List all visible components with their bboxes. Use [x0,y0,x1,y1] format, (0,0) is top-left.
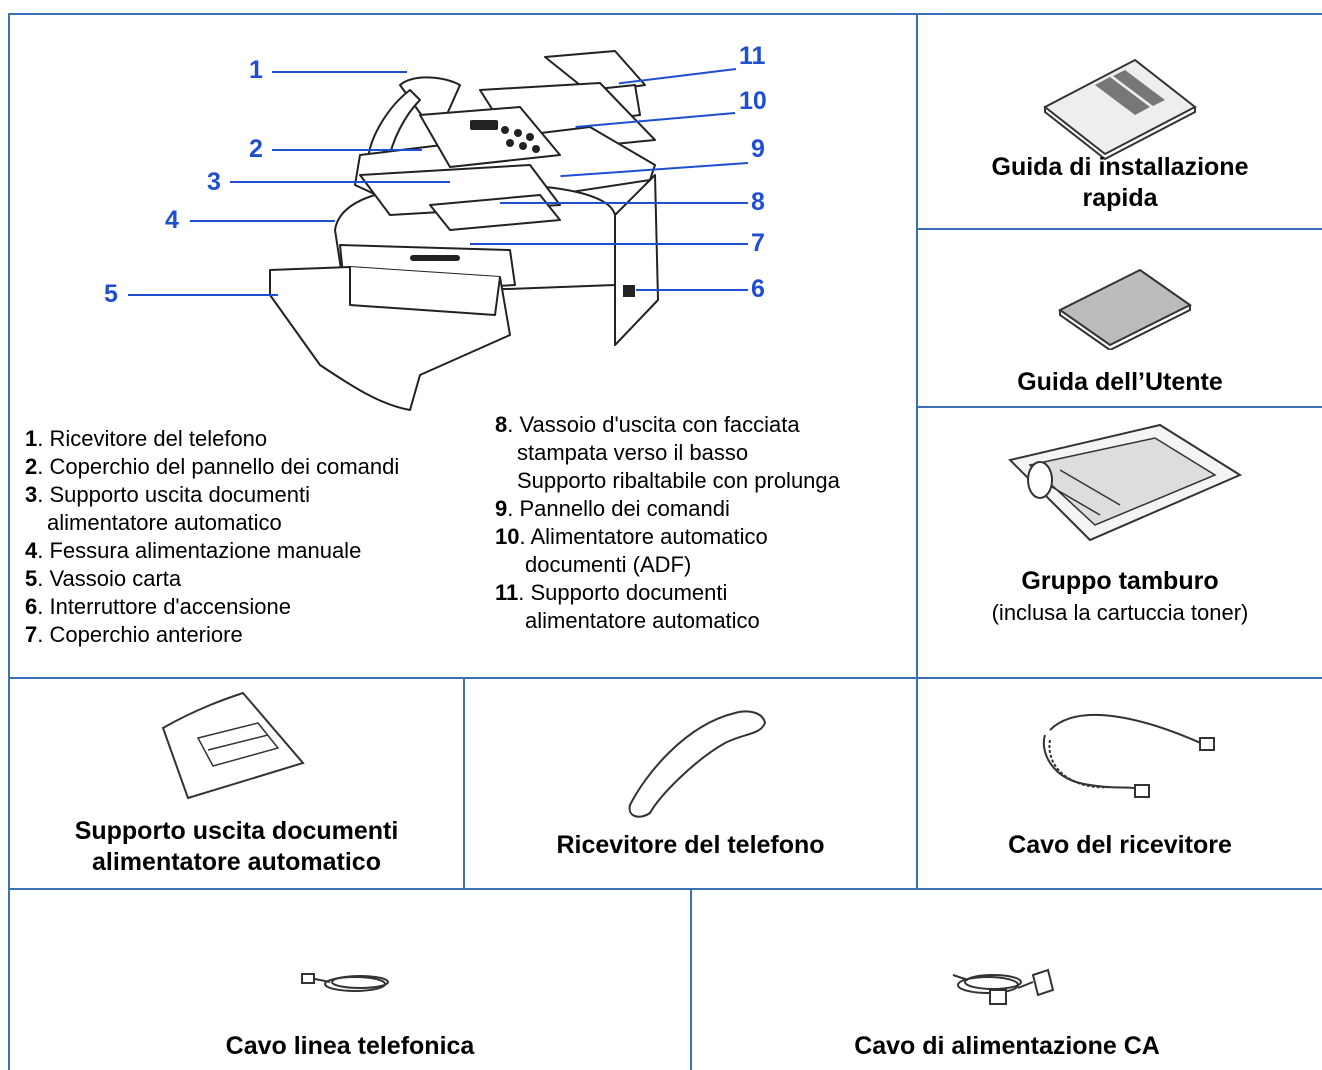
callout-7-leader [470,243,748,245]
row-divider-2 [8,888,1322,890]
adf-output-support-icon [161,691,305,800]
handset-caption: Ricevitore del telefono [556,831,825,859]
fax-machine-illustration [269,50,659,411]
item-text: . Fessura alimentazione manuale [37,538,362,563]
item-number: 3 [25,482,38,507]
list-item: 9. Pannello dei comandi [495,495,915,523]
callout-4-leader [190,220,335,222]
parts-list-right: 8. Vassoio d'uscita con facciata stampat… [495,411,915,635]
drum-unit-caption: Gruppo tamburo (inclusa la cartuccia ton… [918,566,1322,628]
item-text: . Supporto documenti [518,580,728,605]
callout-5-leader [128,294,278,296]
ac-power-cord-caption: Cavo di alimentazione CA [854,1032,1160,1060]
item-text: . Pannello dei comandi [507,496,730,521]
adf-output-support-caption: Supporto uscita documenti alimentatore a… [10,816,463,878]
parts-list-left: 1. Ricevitore del telefono 2. Coperchio … [25,425,495,649]
row3-divider [690,888,692,1070]
list-item-continuation: documenti (ADF) [525,552,692,577]
ac-power-cord-icon [952,968,1055,1005]
item-text: . Interruttore d'accensione [37,594,291,619]
callout-9: 9 [751,135,765,163]
caption-line: Guida di installazione [991,153,1249,181]
item-number: 4 [25,538,38,563]
drum-unit-icon [1008,423,1243,542]
callout-7: 7 [751,229,765,257]
item-number: 10 [495,524,520,549]
handset-icon [628,710,767,818]
callout-2-leader [272,149,422,151]
row-divider-1 [8,677,1322,679]
list-item: 10. Alimentatore automatico [495,523,915,551]
caption-line: alimentatore automatico [92,848,381,876]
user-guide-caption: Guida dell’Utente [1017,368,1223,396]
callout-6: 6 [751,275,765,303]
item-number: 11 [495,580,519,605]
callout-5: 5 [104,280,118,308]
list-item-continuation: alimentatore automatico [47,510,282,535]
list-item: 2. Coperchio del pannello dei comandi [25,453,495,481]
quick-setup-guide-icon [1043,58,1197,161]
divider-right-1 [916,228,1322,230]
telephone-line-cord-caption: Cavo linea telefonica [225,1032,475,1060]
quick-setup-guide-caption: Guida di installazione rapida [918,152,1322,214]
item-text: . Alimentatore automatico [519,524,768,549]
item-text: . Supporto uscita documenti [37,482,310,507]
handset-cord-caption: Cavo del ricevitore [1008,831,1232,859]
caption-line: Gruppo tamburo [1021,567,1219,595]
item-text: . Coperchio anteriore [37,622,243,647]
caption-subtitle: (inclusa la cartuccia toner) [991,600,1249,625]
callout-4: 4 [165,206,179,234]
callout-11: 11 [739,42,766,70]
list-item: 3. Supporto uscita documenti [25,481,495,509]
item-number: 9 [495,496,508,521]
item-number: 7 [25,622,38,647]
item-text: . Vassoio carta [37,566,182,591]
list-item: 8. Vassoio d'uscita con facciata [495,411,915,439]
telephone-line-cord-icon [301,973,389,992]
item-text: . Coperchio del pannello dei comandi [37,454,400,479]
list-item: 4. Fessura alimentazione manuale [25,537,495,565]
caption-line: Supporto uscita documenti [74,817,399,845]
callout-8: 8 [751,188,765,216]
item-text: . Vassoio d'uscita con facciata [507,412,800,437]
frame-top-border [8,13,1322,15]
list-item: 6. Interruttore d'accensione [25,593,495,621]
list-item-continuation: Supporto ribaltabile con prolunga [517,468,840,493]
user-guide-icon [1058,268,1192,350]
handset-cord-icon [1042,713,1215,798]
item-number: 2 [25,454,38,479]
caption-line: rapida [1082,184,1158,212]
list-item: 11. Supporto documenti [495,579,915,607]
item-number: 8 [495,412,508,437]
divider-right-2 [916,406,1322,408]
row2-divider [463,677,465,889]
item-number: 6 [25,594,38,619]
list-item: 5. Vassoio carta [25,565,495,593]
frame-left-border [8,13,10,1070]
list-item-continuation: stampata verso il basso [517,440,749,465]
item-text: . Ricevitore del telefono [37,426,268,451]
callout-2: 2 [249,135,263,163]
item-number: 5 [25,566,38,591]
callout-1-leader [272,71,407,73]
callout-6-leader [636,289,748,291]
main-divider [916,13,918,889]
list-item: 7. Coperchio anteriore [25,621,495,649]
list-item-continuation: alimentatore automatico [525,608,760,633]
callout-3: 3 [207,168,221,196]
callout-1: 1 [249,56,263,84]
callout-8-leader [500,202,748,204]
callout-10: 10 [739,87,767,115]
list-item: 1. Ricevitore del telefono [25,425,495,453]
callout-3-leader [230,181,450,183]
item-number: 1 [25,426,38,451]
